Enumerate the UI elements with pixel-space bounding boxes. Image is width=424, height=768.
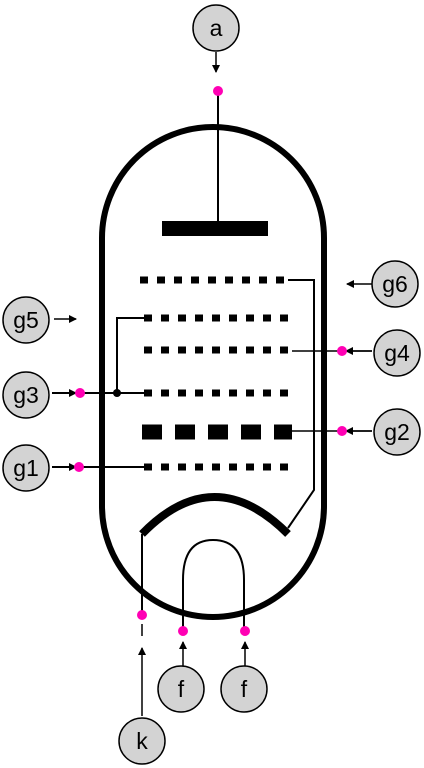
pin-f-1: f xyxy=(157,665,205,713)
svg-text:g4: g4 xyxy=(384,340,410,366)
pin-g3: g3 xyxy=(2,371,50,419)
svg-text:f: f xyxy=(241,676,248,702)
anode-plate xyxy=(162,221,268,236)
pin-g1: g1 xyxy=(2,444,50,492)
svg-text:g3: g3 xyxy=(13,382,39,408)
pin-a: a xyxy=(192,4,240,52)
g6-internal-lead xyxy=(287,279,315,529)
pin-f-2: f xyxy=(220,665,268,713)
svg-text:f: f xyxy=(178,676,185,702)
svg-text:k: k xyxy=(136,728,148,754)
g1-connection-dot xyxy=(74,462,84,472)
pin-g4: g4 xyxy=(373,329,421,377)
pin-g2: g2 xyxy=(373,408,421,456)
heater-filament xyxy=(182,538,245,631)
svg-text:a: a xyxy=(210,15,223,41)
svg-text:g2: g2 xyxy=(384,419,410,445)
heater-f2-dot xyxy=(240,626,250,636)
cathode-connection-dot xyxy=(137,610,147,620)
svg-text:g6: g6 xyxy=(382,271,408,297)
pin-g5: g5 xyxy=(2,296,50,344)
g4-connection-dot xyxy=(337,346,347,356)
g2-connection-dot xyxy=(337,426,347,436)
pin-g6: g6 xyxy=(371,260,419,308)
g3-connection-dot xyxy=(75,388,85,398)
cathode xyxy=(139,493,291,537)
pin-k: k xyxy=(118,717,166,765)
heater-f1-dot xyxy=(178,626,188,636)
anode-connection-dot xyxy=(213,86,223,96)
tube-envelope xyxy=(99,124,327,620)
g5-g3-internal-lead xyxy=(116,317,144,393)
svg-text:g5: g5 xyxy=(13,307,39,333)
svg-text:g1: g1 xyxy=(13,455,39,481)
